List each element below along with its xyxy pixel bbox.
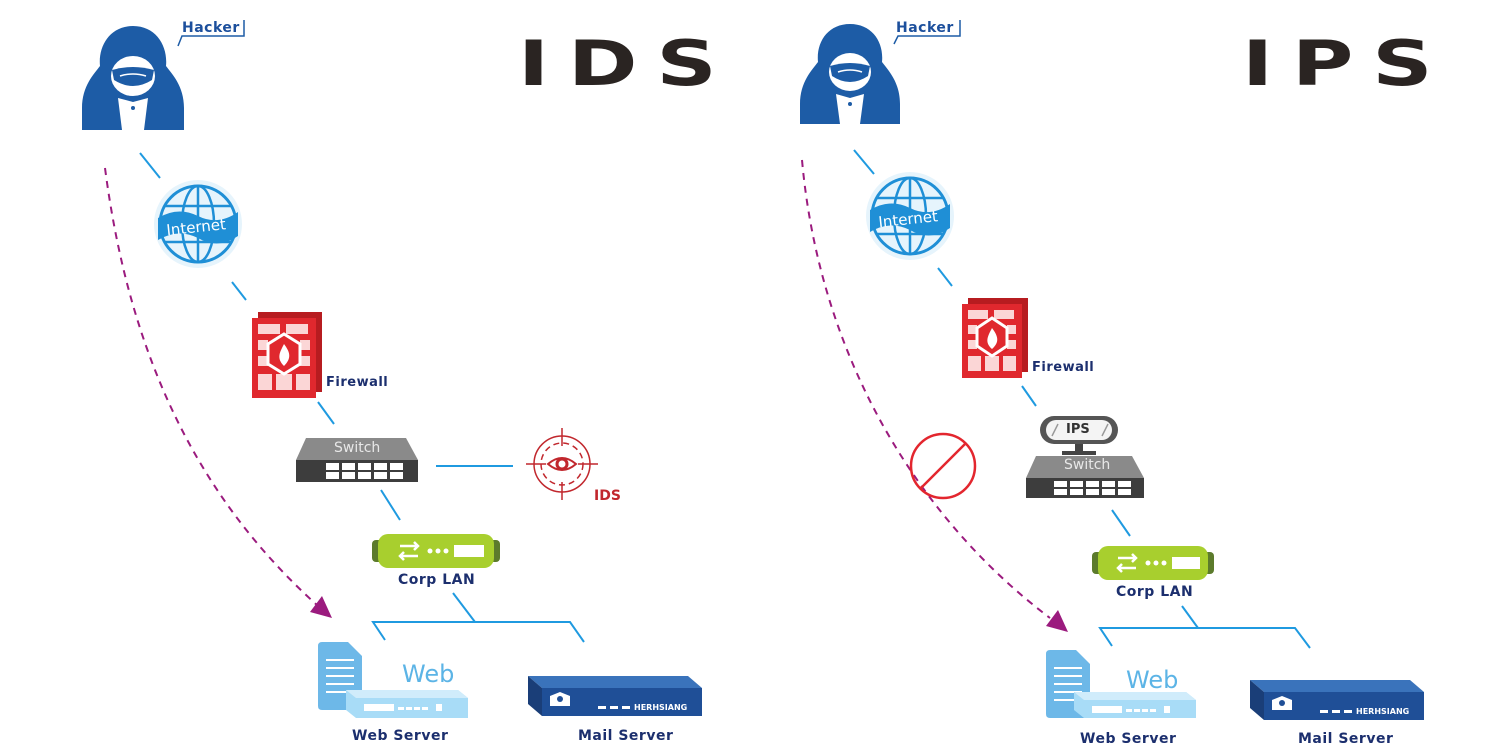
ids-connections: Internet: [82, 20, 702, 718]
web-server-label: Web Server: [352, 728, 449, 744]
attack-path: [801, 159, 1051, 619]
server-bus: [371, 621, 585, 643]
ids-sensor-eye-icon: [526, 428, 598, 500]
ids-diagram: Internet: [82, 20, 736, 744]
web-server-label: Web Server: [1080, 731, 1177, 747]
link-hacker-internet: [853, 149, 875, 175]
ips-connections: Internet: [800, 20, 1424, 720]
corp-lan-icon: [372, 534, 500, 568]
hacker-icon: [800, 24, 900, 124]
hacker-callout-line: [893, 20, 961, 45]
ips-diagram: Internet: [720, 0, 1470, 756]
link-lan-bus: [1181, 605, 1199, 629]
web-server-icon: [318, 642, 468, 718]
hacker-label: Hacker: [896, 20, 954, 36]
link-hacker-internet: [139, 152, 161, 179]
ips-device-icon: [1040, 416, 1118, 455]
mail-brand: HERHSIANG: [1356, 707, 1409, 716]
mail-server-label: Mail Server: [1298, 731, 1394, 747]
mail-server-label: Mail Server: [578, 728, 674, 744]
attack-arrowhead: [1046, 610, 1068, 632]
attack-arrowhead: [310, 596, 332, 618]
hacker-callout-line: [177, 20, 245, 47]
corp-lan-label: Corp LAN: [1116, 584, 1194, 600]
switch-icon: [296, 438, 418, 482]
switch-icon: [1026, 456, 1144, 498]
ips-device-label: IPS: [1066, 422, 1090, 437]
switch-label: Switch: [334, 440, 381, 456]
hacker-icon: [82, 26, 184, 130]
link-lan-bus: [452, 592, 476, 623]
firewall-icon: [252, 312, 322, 398]
switch-label: Switch: [1064, 457, 1111, 473]
firewall-icon: [962, 298, 1028, 378]
diagram-title: IPS: [1242, 27, 1452, 100]
hacker-label: Hacker: [182, 20, 240, 36]
web-word: Web: [1126, 666, 1179, 694]
diagram-title: IDS: [518, 27, 736, 100]
server-bus: [1098, 627, 1311, 649]
link-firewall-switch: [317, 401, 335, 425]
ids-sensor-label: IDS: [594, 488, 621, 504]
link-switch-lan: [380, 489, 401, 521]
internet-globe-icon: Internet: [154, 180, 242, 268]
corp-lan-icon: [1092, 546, 1214, 580]
firewall-label: Firewall: [1032, 360, 1095, 375]
blocked-icon: [909, 432, 977, 500]
link-internet-firewall: [937, 267, 953, 287]
firewall-label: Firewall: [326, 375, 389, 390]
attack-path: [104, 167, 319, 607]
mail-server-icon: HERHSIANG: [528, 676, 702, 716]
link-switch-lan: [1111, 509, 1131, 537]
link-firewall-ips: [1021, 385, 1037, 407]
mail-brand: HERHSIANG: [634, 703, 687, 712]
internet-globe-icon: Internet: [866, 172, 954, 260]
web-server-icon: [1046, 650, 1196, 718]
web-word: Web: [402, 660, 455, 688]
mail-server-icon: HERHSIANG: [1250, 680, 1424, 720]
link-internet-firewall: [231, 281, 247, 301]
corp-lan-label: Corp LAN: [398, 572, 476, 588]
